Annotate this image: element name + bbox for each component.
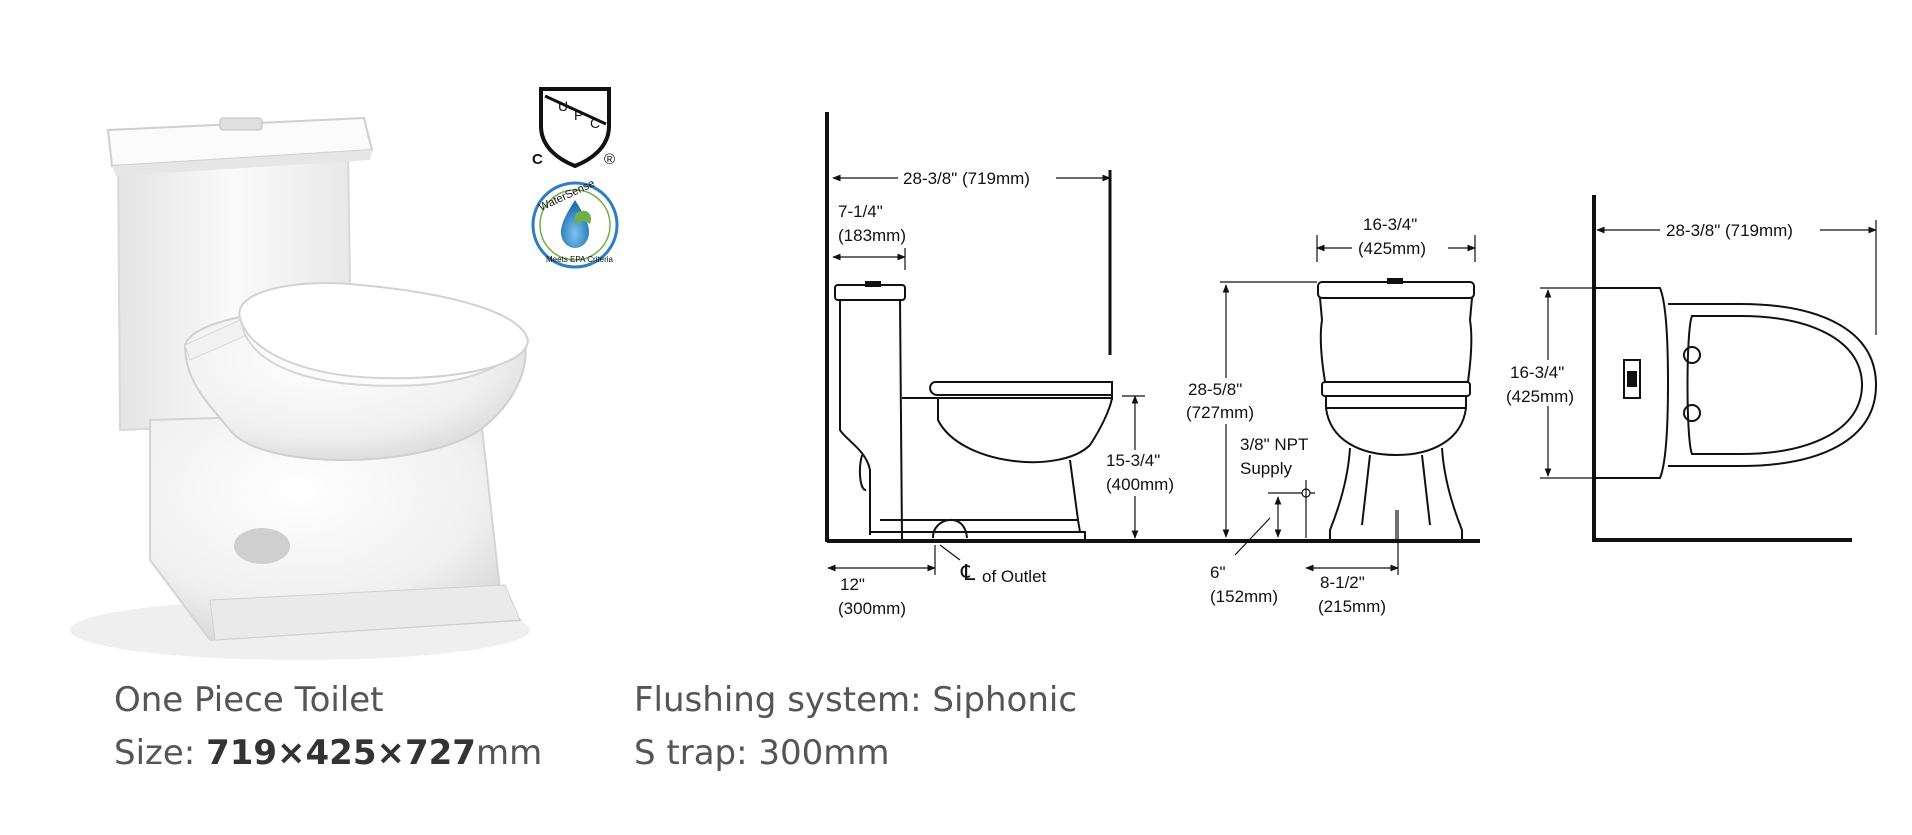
upc-letter: P (574, 107, 583, 123)
leaf-icon (575, 210, 592, 226)
upc-letter: C (590, 115, 600, 131)
top-view-drawing (1592, 195, 1878, 542)
top-view-dimensions (1540, 220, 1877, 479)
front-width-in-label: 16-3/4" (1363, 215, 1417, 234)
height-mm-label: (727mm) (1186, 403, 1254, 422)
registered-mark: ® (604, 151, 615, 168)
tank-depth-mm-label: (183mm) (838, 226, 906, 245)
supply-offset-in-label: 8-1/2" (1320, 573, 1365, 592)
size-label: Size: (114, 733, 207, 773)
upc-c-mark: C (532, 151, 543, 168)
dimension-labels: 28-3/8" (719mm) 7-1/4" (183mm) 16-3/4" (… (838, 166, 1820, 618)
supply-height-mm-label: (152mm) (1210, 587, 1278, 606)
tank-depth-in-label: 7-1/4" (838, 202, 883, 221)
front-width-mm-label: (425mm) (1358, 239, 1426, 258)
size-unit: mm (475, 733, 543, 773)
seat-height-in-label: 15-3/4" (1106, 451, 1160, 470)
size-spec: Size: 719×425×727mm (114, 733, 542, 773)
supply-label-line2: Supply (1240, 459, 1292, 478)
size-value: 719×425×727 (206, 733, 476, 773)
watersense-subtitle: Meets EPA Criteria (546, 255, 614, 264)
side-view-drawing (825, 112, 1480, 543)
flushing-spec: Flushing system: Siphonic (634, 680, 1078, 720)
centerline-symbol: ℄ (960, 560, 976, 585)
supply-height-in-label: 6" (1210, 563, 1226, 582)
front-view-drawing (1317, 278, 1475, 540)
product-name: One Piece Toilet (114, 680, 384, 720)
top-width-in-label: 16-3/4" (1510, 363, 1564, 382)
rough-in-in-label: 12" (840, 575, 865, 594)
top-length-label: 28-3/8" (719mm) (1666, 221, 1793, 240)
side-length-label: 28-3/8" (719mm) (903, 169, 1030, 188)
trap-spec: S trap: 300mm (634, 733, 890, 773)
outlet-label: of Outlet (982, 567, 1047, 586)
seat-height-mm-label: (400mm) (1106, 475, 1174, 494)
rough-in-mm-label: (300mm) (838, 599, 906, 618)
height-in-label: 28-5/8" (1188, 380, 1242, 399)
watersense-logo: WaterSense Meets EPA Criteria (531, 178, 619, 269)
supply-label-line1: 3/8" NPT (1240, 435, 1308, 454)
toilet-product-image (70, 116, 530, 660)
top-width-mm-label: (425mm) (1506, 387, 1574, 406)
supply-offset-mm-label: (215mm) (1318, 597, 1386, 616)
upc-letter: U (558, 98, 568, 114)
upc-certification-logo: U P C C ® (532, 87, 615, 169)
